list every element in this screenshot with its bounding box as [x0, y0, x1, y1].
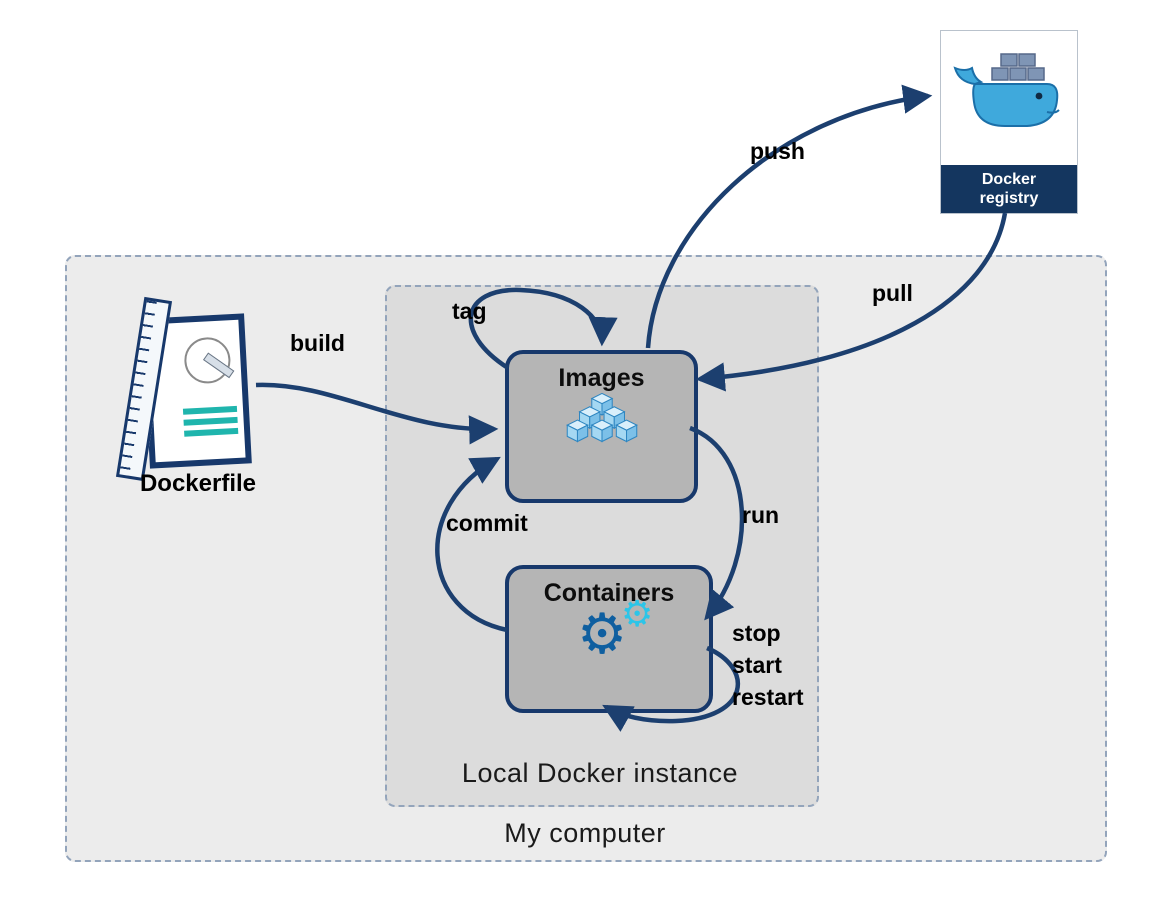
docker-whale-svg [953, 53, 1060, 127]
gear-blue-icon: ⚙ [577, 602, 628, 665]
push-arrow-label: push [750, 138, 805, 164]
restart-arrow-label: restart [732, 684, 804, 710]
containers-node-label: Containers [543, 579, 675, 607]
commit-arrow-label: commit [446, 510, 528, 536]
dockerfile-label: Dockerfile [139, 470, 257, 497]
teal-line [184, 427, 239, 437]
tag-arrow-label: tag [452, 298, 487, 324]
registry-label-line2: registry [979, 190, 1039, 207]
registry-band: Docker registry [941, 165, 1077, 213]
run-arrow-label: run [742, 502, 780, 528]
gear-cyan-icon: ⚙ [621, 593, 654, 634]
docker-registry-node: Docker registry [940, 30, 1078, 214]
images-node-label: Images [558, 364, 645, 392]
local-docker-instance-label: Local Docker instance [461, 758, 739, 788]
layered-cubes-icon [566, 393, 637, 443]
build-arrow-label: build [290, 330, 345, 356]
images-node: Images [505, 350, 698, 503]
pull-arrow-label: pull [872, 280, 913, 306]
containers-node: Containers ⚙ ⚙ [505, 565, 713, 713]
teal-line [182, 405, 238, 415]
teal-line [183, 416, 238, 426]
docker-whale-icon [941, 31, 1077, 165]
document-text-lines-icon [182, 405, 239, 442]
gears-icon: ⚙ ⚙ [549, 596, 669, 684]
dockerfile-item: Dockerfile [115, 296, 268, 508]
my-computer-label: My computer [504, 818, 666, 848]
stop-arrow-label: stop [732, 620, 781, 646]
start-arrow-label: start [732, 652, 782, 678]
registry-label-line1: Docker [981, 170, 1037, 188]
